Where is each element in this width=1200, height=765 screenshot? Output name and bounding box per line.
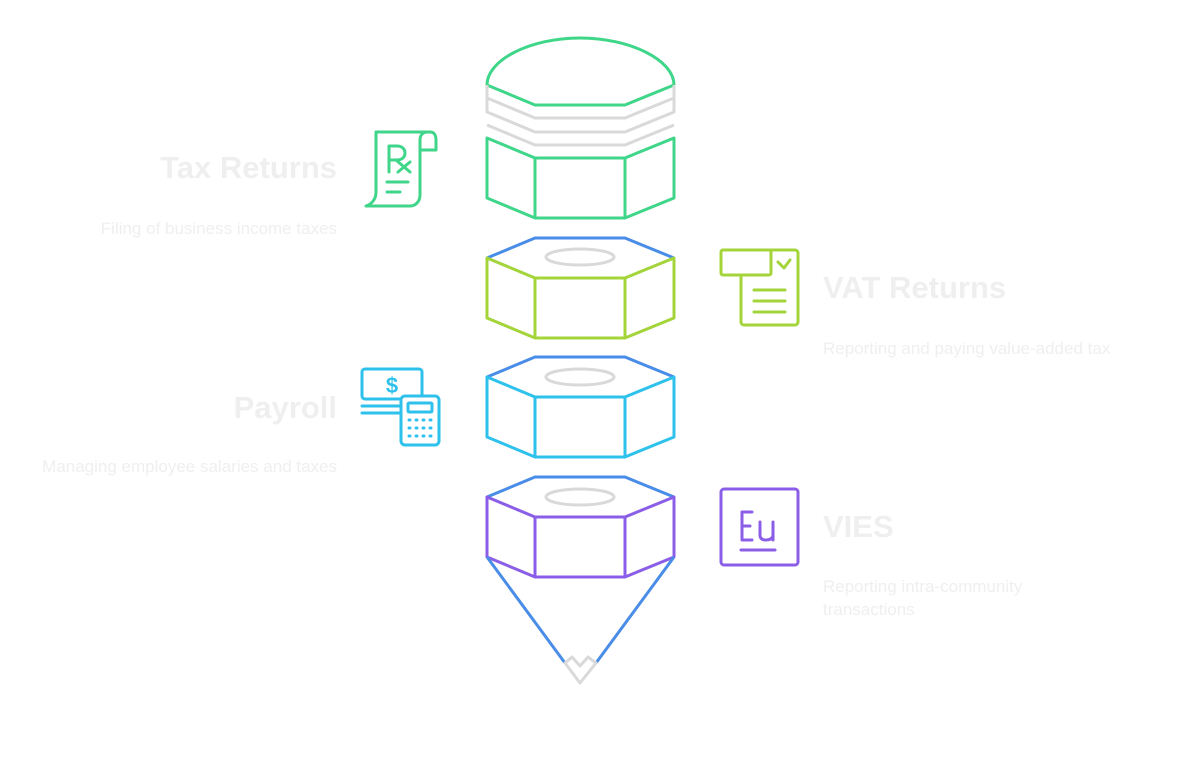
tax-returns-description: Filing of business income taxes	[100, 219, 337, 238]
pencil-segment-vat	[485, 236, 676, 340]
eu-icon	[719, 487, 800, 567]
vat-returns-description: Reporting and paying value-added tax	[823, 339, 1111, 358]
money-calculator-icon: $	[360, 367, 441, 447]
tax-returns-title: Tax Returns	[160, 150, 337, 185]
vies-title: VIES	[823, 509, 894, 544]
pencil-segment-vies	[485, 475, 676, 579]
pencil-eraser	[485, 36, 676, 220]
payroll-description: Managing employee salaries and taxes	[42, 457, 337, 476]
pencil-tip	[485, 556, 676, 685]
payroll-title: Payroll	[233, 390, 337, 425]
receipt-rx-icon	[364, 130, 438, 208]
vies-description: Reporting intra-community transactions	[823, 577, 1023, 619]
vat-returns-title: VAT Returns	[823, 270, 1007, 305]
pencil-segment-payroll	[485, 355, 676, 459]
svg-text:$: $	[386, 373, 398, 398]
document-check-icon	[719, 248, 800, 327]
